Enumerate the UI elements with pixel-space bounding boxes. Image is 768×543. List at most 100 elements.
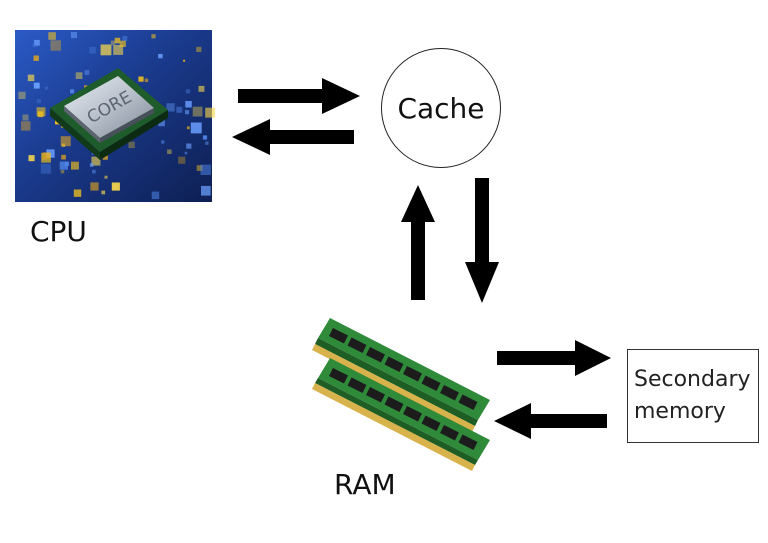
cpu-bokeh-dot bbox=[202, 135, 208, 140]
ram-chip bbox=[403, 406, 422, 422]
cpu-bokeh-dot bbox=[205, 107, 216, 118]
cpu-bokeh-dot bbox=[114, 37, 121, 44]
cpu-bokeh-dot bbox=[110, 40, 116, 46]
cpu-bokeh-dot bbox=[101, 190, 106, 195]
cpu-bokeh-dot bbox=[36, 99, 41, 104]
cpu-bokeh-dot bbox=[21, 121, 31, 131]
ram-chip bbox=[440, 385, 459, 401]
cpu-bokeh-dot bbox=[201, 185, 211, 196]
cpu-bokeh-dot bbox=[185, 110, 190, 115]
cpu-bokeh-dot bbox=[200, 164, 211, 175]
ram-chip bbox=[366, 347, 385, 363]
cpu-bokeh-dot bbox=[128, 141, 135, 149]
ram-label: RAM bbox=[334, 468, 396, 501]
cpu-bokeh-dot bbox=[84, 85, 88, 89]
arrow-cache-to-cpu bbox=[232, 119, 354, 155]
arrow-cpu-to-cache bbox=[238, 78, 360, 114]
ram-chip bbox=[458, 434, 478, 450]
cpu-bokeh-dot bbox=[186, 143, 192, 149]
cpu-bokeh-dot bbox=[92, 169, 96, 174]
cpu-bokeh-dot bbox=[144, 78, 149, 83]
cpu-bokeh-dot bbox=[90, 182, 99, 191]
cpu-bokeh-dot bbox=[100, 44, 112, 56]
cpu-bokeh-dot bbox=[122, 36, 128, 41]
cpu-bokeh-dot bbox=[111, 182, 120, 191]
cpu-bokeh-dot bbox=[28, 155, 35, 162]
cpu-bokeh-dot bbox=[91, 156, 101, 166]
ram-chip bbox=[458, 394, 478, 410]
ram-chip bbox=[329, 328, 348, 344]
cpu-bokeh-dot bbox=[32, 43, 37, 48]
cpu-label: CPU bbox=[30, 215, 87, 248]
cpu-bokeh-dot bbox=[89, 163, 94, 167]
cpu-bokeh-dot bbox=[196, 46, 202, 52]
ram-chip bbox=[440, 425, 459, 441]
cpu-bokeh-dot bbox=[205, 141, 209, 145]
cpu-bokeh-dot bbox=[89, 47, 96, 54]
cpu-bokeh-dot bbox=[59, 161, 68, 170]
cpu-bokeh-dot bbox=[34, 39, 40, 46]
cpu-bokeh-dot bbox=[44, 86, 48, 90]
cache-label: Cache bbox=[397, 91, 485, 125]
cpu-heat-spreader bbox=[64, 76, 154, 138]
cpu-bokeh-dot bbox=[119, 40, 126, 47]
arrow-ram-to-secondary bbox=[497, 340, 611, 376]
cache-node: Cache bbox=[381, 48, 501, 168]
cpu-bokeh-dot bbox=[61, 154, 66, 160]
cpu-bokeh-dot bbox=[84, 70, 90, 75]
ram-chip bbox=[347, 377, 367, 393]
cpu-bokeh-dot bbox=[185, 89, 190, 94]
cpu-bokeh-dot bbox=[36, 107, 46, 117]
cpu-bokeh-dot bbox=[70, 32, 77, 39]
cpu-bokeh-dot bbox=[33, 55, 39, 61]
secondary-memory-node: Secondary memory bbox=[627, 349, 759, 443]
cpu-bokeh-dot bbox=[184, 151, 188, 155]
cpu-bokeh-dot bbox=[113, 45, 124, 55]
ram-chip bbox=[347, 337, 367, 353]
cpu-bokeh-dot bbox=[198, 85, 205, 92]
cpu-bokeh-dot bbox=[151, 34, 156, 39]
ram-chip bbox=[421, 415, 441, 431]
cpu-bokeh-dot bbox=[178, 156, 186, 164]
cpu-bokeh-dot bbox=[138, 76, 144, 82]
arrow-secondary-to-ram bbox=[494, 403, 607, 439]
cpu-bokeh-dot bbox=[190, 122, 202, 134]
cpu-bokeh-dot bbox=[48, 32, 56, 40]
cpu-bokeh-dot bbox=[158, 53, 163, 59]
cpu-bokeh-dot bbox=[33, 82, 40, 89]
cpu-bokeh-dot bbox=[75, 72, 83, 79]
ram-chip bbox=[421, 375, 441, 391]
cpu-bokeh-dot bbox=[22, 114, 29, 121]
cpu-bokeh-dot bbox=[102, 154, 108, 160]
secondary-memory-label: Secondary memory bbox=[634, 367, 751, 424]
cpu-bokeh-dot bbox=[60, 136, 71, 147]
cpu-bokeh-dot bbox=[185, 101, 192, 108]
ram-chip bbox=[366, 387, 385, 403]
cpu-bokeh-dot bbox=[176, 106, 183, 113]
cpu-bokeh-dot bbox=[167, 149, 172, 154]
ram-chip bbox=[384, 356, 404, 372]
cpu-bokeh-dot bbox=[192, 106, 203, 117]
cpu-bokeh-dot bbox=[73, 189, 82, 197]
ram-chip bbox=[403, 366, 422, 382]
arrow-ram-to-cache bbox=[401, 185, 435, 300]
cpu-bokeh-dot bbox=[40, 163, 51, 174]
ram-chip bbox=[384, 396, 404, 412]
cpu-bokeh-dot bbox=[158, 119, 165, 127]
arrow-cache-to-ram bbox=[465, 178, 499, 303]
cpu-bokeh-dot bbox=[70, 89, 75, 94]
cpu-bokeh-dot bbox=[42, 152, 50, 160]
cpu-bokeh-dot bbox=[71, 161, 79, 170]
cpu-bokeh-dot bbox=[166, 103, 175, 112]
cpu-bokeh-dot bbox=[183, 59, 186, 62]
cpu-bokeh-dot bbox=[196, 165, 203, 171]
cpu-bokeh-dot bbox=[161, 140, 165, 144]
cpu-bokeh-dot bbox=[27, 74, 35, 82]
cpu-bokeh-dot bbox=[60, 169, 65, 174]
ram-chip bbox=[329, 368, 348, 384]
cpu-bokeh-dot bbox=[186, 126, 190, 130]
